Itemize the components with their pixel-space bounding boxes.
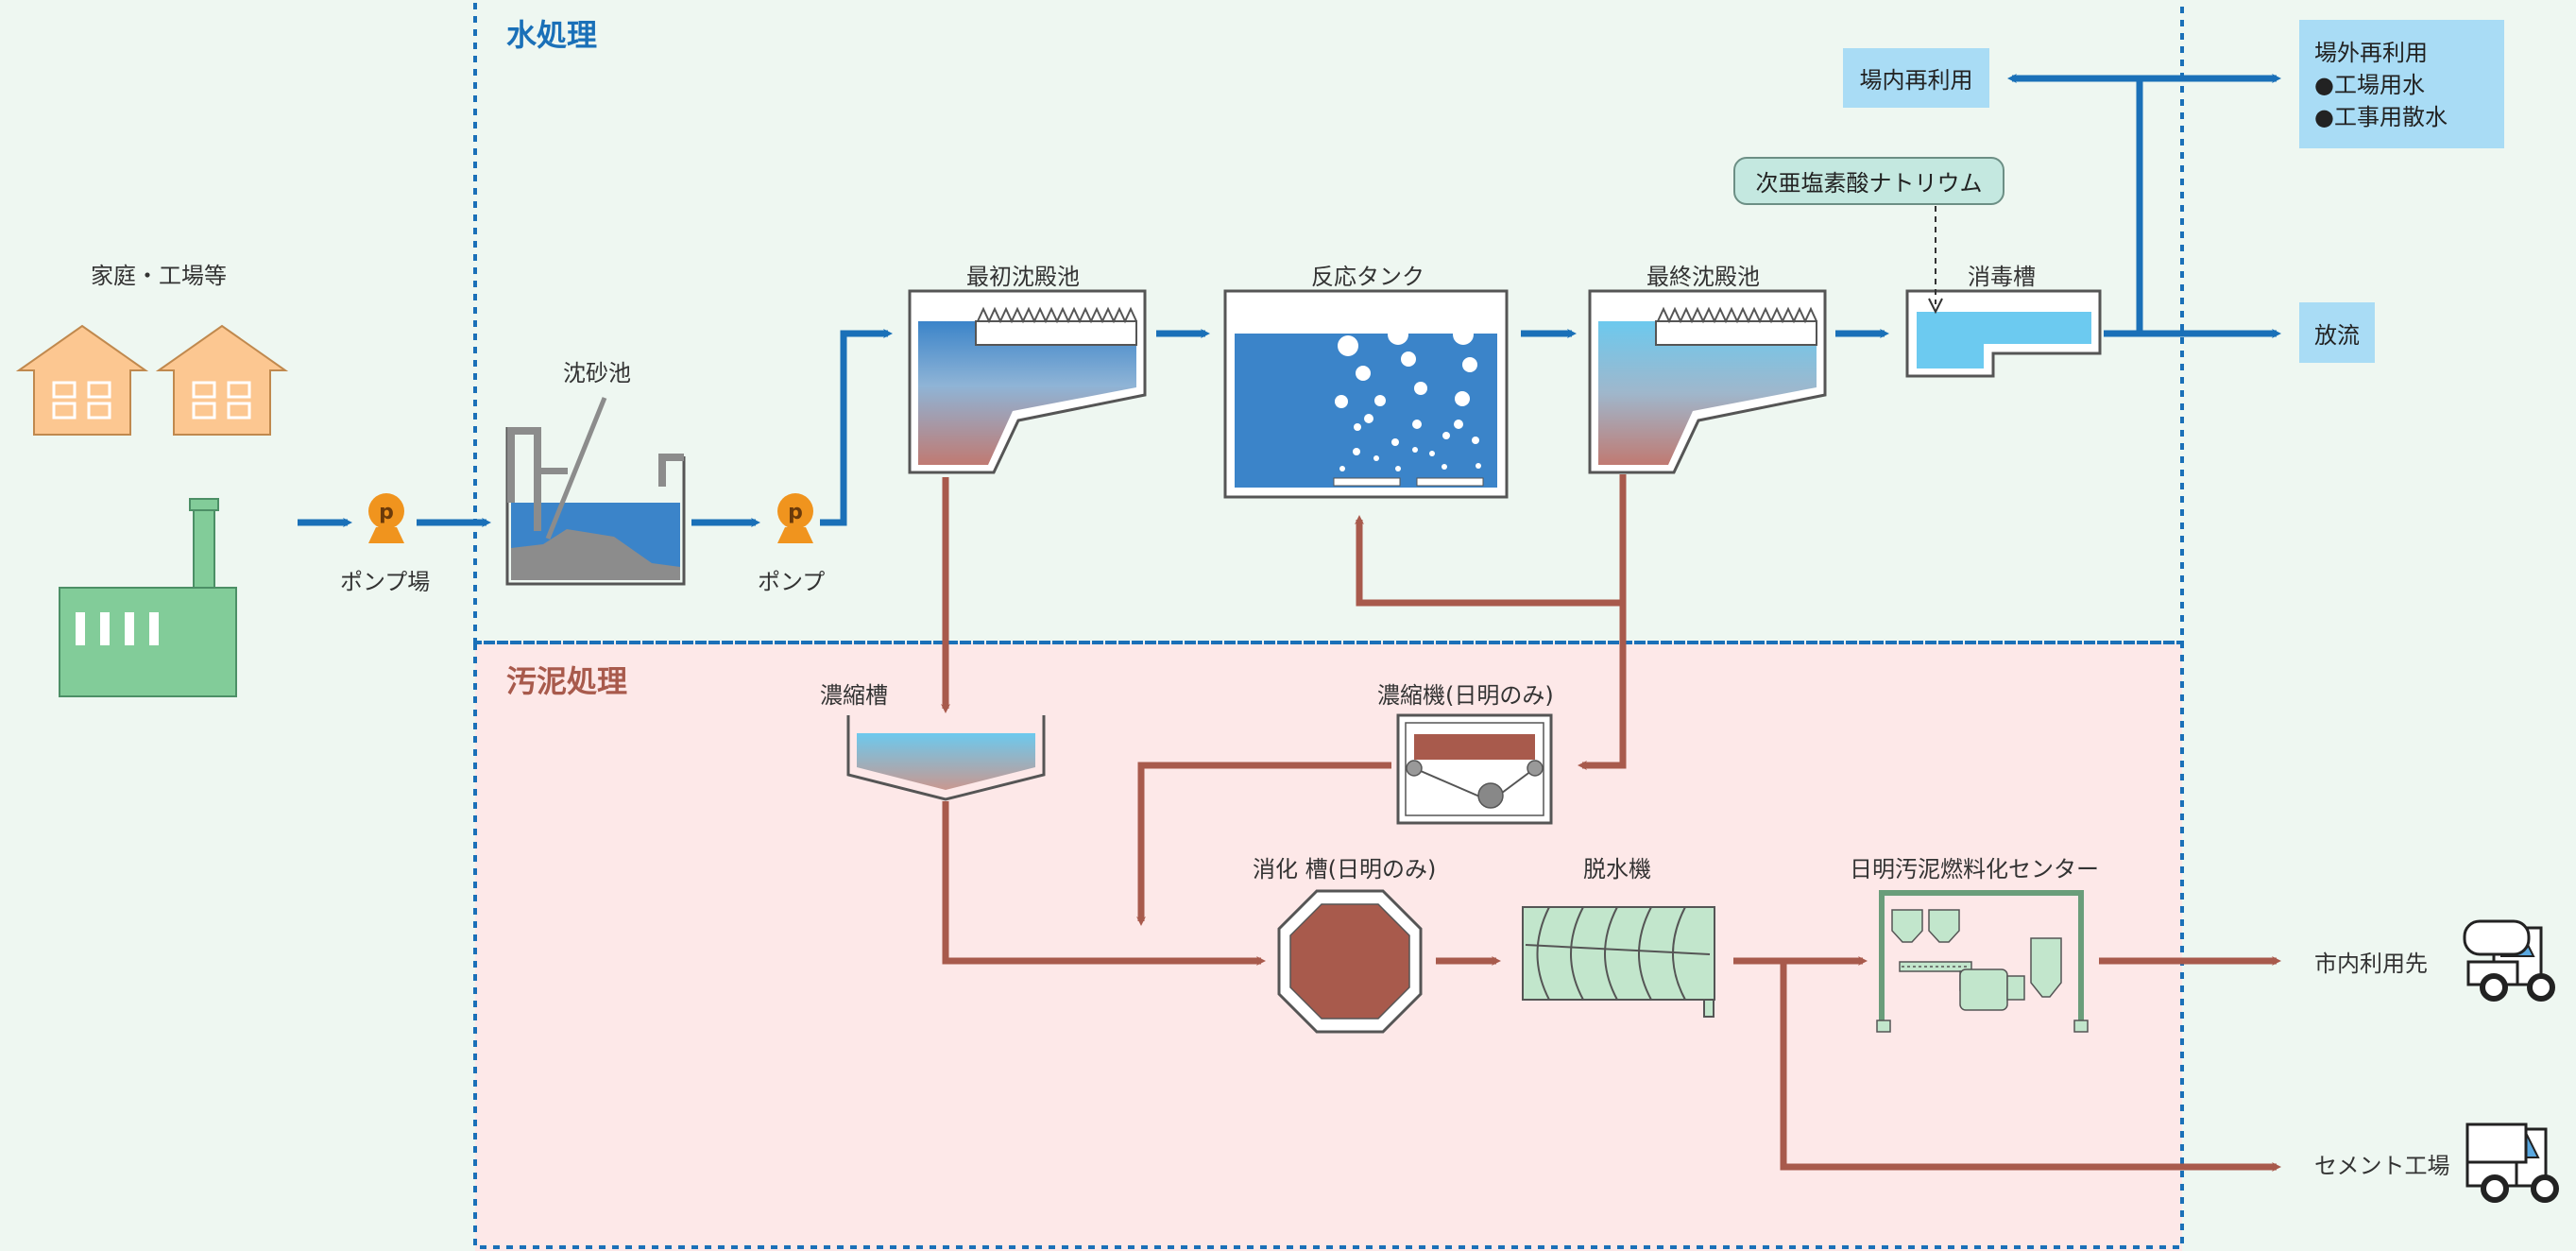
fuel-center-plant-icon (1876, 890, 2089, 1033)
pump-icon: p (777, 493, 813, 543)
final-settling-label: 最終沈殿池 (1646, 264, 1760, 290)
offsite-reuse-title: 場外再利用 (2314, 40, 2428, 66)
chemical-label: 次亜塩素酸ナトリウム (1733, 157, 2005, 205)
grit-chamber-label: 沈砂池 (563, 360, 631, 386)
water-flow-lines (298, 74, 2281, 527)
primary-settling-label: 最初沈殿池 (966, 264, 1080, 290)
sludge-flow-lines (941, 474, 2281, 1172)
reaction-tank-label: 反応タンク (1311, 264, 1424, 290)
sources-label: 家庭・工場等 (91, 263, 227, 289)
return-sludge-arrow (1355, 474, 1627, 607)
grit-chamber-icon (505, 397, 686, 586)
pump-label: ポンプ (758, 569, 826, 595)
dewatering-machine-icon (1522, 906, 1715, 1018)
house-icon (155, 324, 289, 436)
digester-label: 消化 槽(日明のみ) (1253, 856, 1437, 883)
disinfection-label: 消毒槽 (1968, 264, 2036, 290)
flow-arrow (820, 329, 893, 526)
water-section-title: 水処理 (506, 17, 598, 53)
offsite-reuse-item: ●工事用散水 (2314, 104, 2448, 130)
sludge-section-title: 汚泥処理 (506, 663, 628, 699)
city-use-label: 市内利用先 (2314, 951, 2428, 977)
fuel-center-label: 日明汚泥燃料化センター (1850, 856, 2099, 883)
reaction-tank-icon (1223, 289, 1509, 499)
offsite-reuse-box: 場外再利用 ●工場用水 ●工事用散水 (2299, 20, 2504, 148)
flow-arrow (942, 801, 1266, 966)
dump-truck-icon (2465, 1122, 2559, 1203)
chemical-feed-arrowhead (1928, 298, 1943, 315)
thickener-machine-label: 濃縮機(日明のみ) (1377, 682, 1554, 709)
flow-arrow (1578, 603, 1627, 770)
factory-icon (59, 498, 237, 697)
discharge-box: 放流 (2299, 302, 2375, 363)
disinfection-tank-icon (1905, 289, 2102, 378)
thickener-tank-icon (846, 715, 1046, 801)
pump-station-label: ポンプ場 (340, 569, 431, 595)
thickener-machine-icon (1396, 713, 1553, 825)
primary-settling-tank-icon (908, 289, 1147, 474)
svg-text:p: p (788, 501, 803, 524)
digester-tank-icon (1277, 889, 1423, 1034)
final-settling-tank-icon (1588, 289, 1827, 474)
house-icon (15, 324, 149, 436)
cement-factory-label: セメント工場 (2314, 1153, 2450, 1179)
thickener-tank-label: 濃縮槽 (820, 682, 888, 709)
svg-text:p: p (379, 501, 394, 524)
sludge-section-border (473, 641, 2184, 1249)
cement-arrow (1780, 961, 2281, 1172)
onsite-reuse-box: 場内再利用 (1843, 48, 1989, 108)
tanker-truck-icon (2463, 919, 2555, 1002)
dewatering-label: 脱水機 (1583, 856, 1651, 883)
offsite-reuse-item: ●工場用水 (2314, 72, 2425, 98)
flow-arrow (1136, 762, 1391, 926)
pump-icon: p (368, 493, 404, 543)
